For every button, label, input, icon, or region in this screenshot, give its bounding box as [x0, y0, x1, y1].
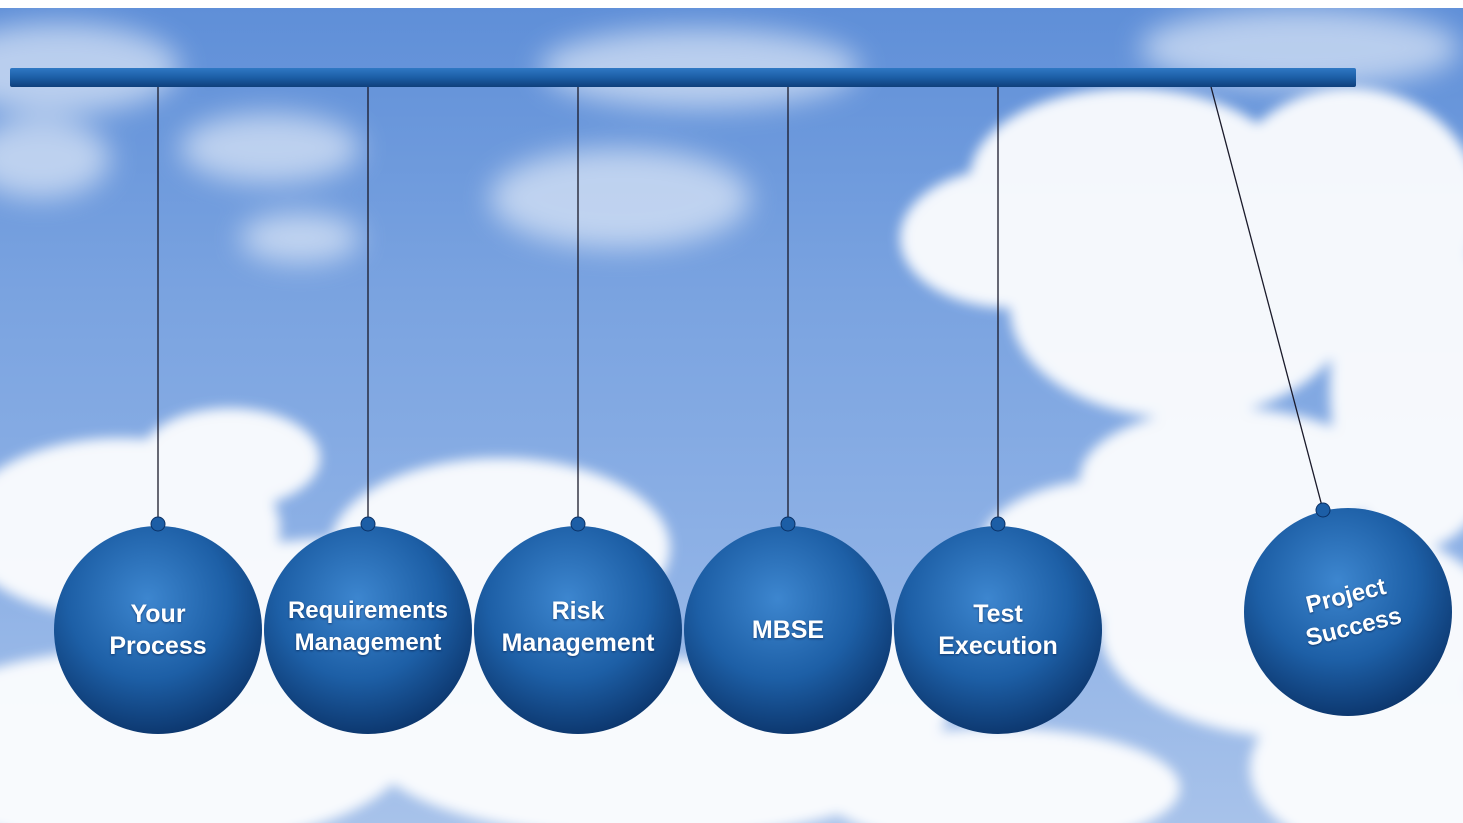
label-mbse: MBSE: [688, 614, 888, 646]
strings: [157, 82, 1324, 524]
label-line-1: Requirements: [287, 597, 449, 624]
label-line-1: Test: [973, 600, 1023, 628]
ball-project-success: [1244, 502, 1452, 716]
cradle-top-bar: [10, 68, 1356, 87]
ball-requirements-management: [264, 516, 472, 734]
newtons-cradle-art: [0, 8, 1463, 823]
ball-risk-management: [474, 516, 682, 734]
label-requirements-management: Requirements Management: [268, 595, 468, 659]
label-line-1: MBSE: [751, 616, 825, 644]
label-line-1: Your: [130, 600, 186, 628]
label-line-2: Management: [501, 629, 655, 657]
ball-mbse: [684, 516, 892, 734]
sky-background: Your Process Requirements Management Ris…: [0, 8, 1463, 823]
ball-your-process: [54, 516, 262, 734]
ball-test-execution: [894, 516, 1102, 734]
label-your-process: Your Process: [58, 598, 258, 662]
label-risk-management: Risk Management: [478, 595, 678, 659]
label-line-2: Management: [294, 629, 442, 656]
label-line-1: Risk: [551, 597, 605, 625]
label-line-2: Execution: [938, 632, 1058, 660]
label-test-execution: Test Execution: [898, 598, 1098, 662]
label-line-2: Process: [109, 632, 207, 660]
string-project-success: [1209, 82, 1324, 511]
